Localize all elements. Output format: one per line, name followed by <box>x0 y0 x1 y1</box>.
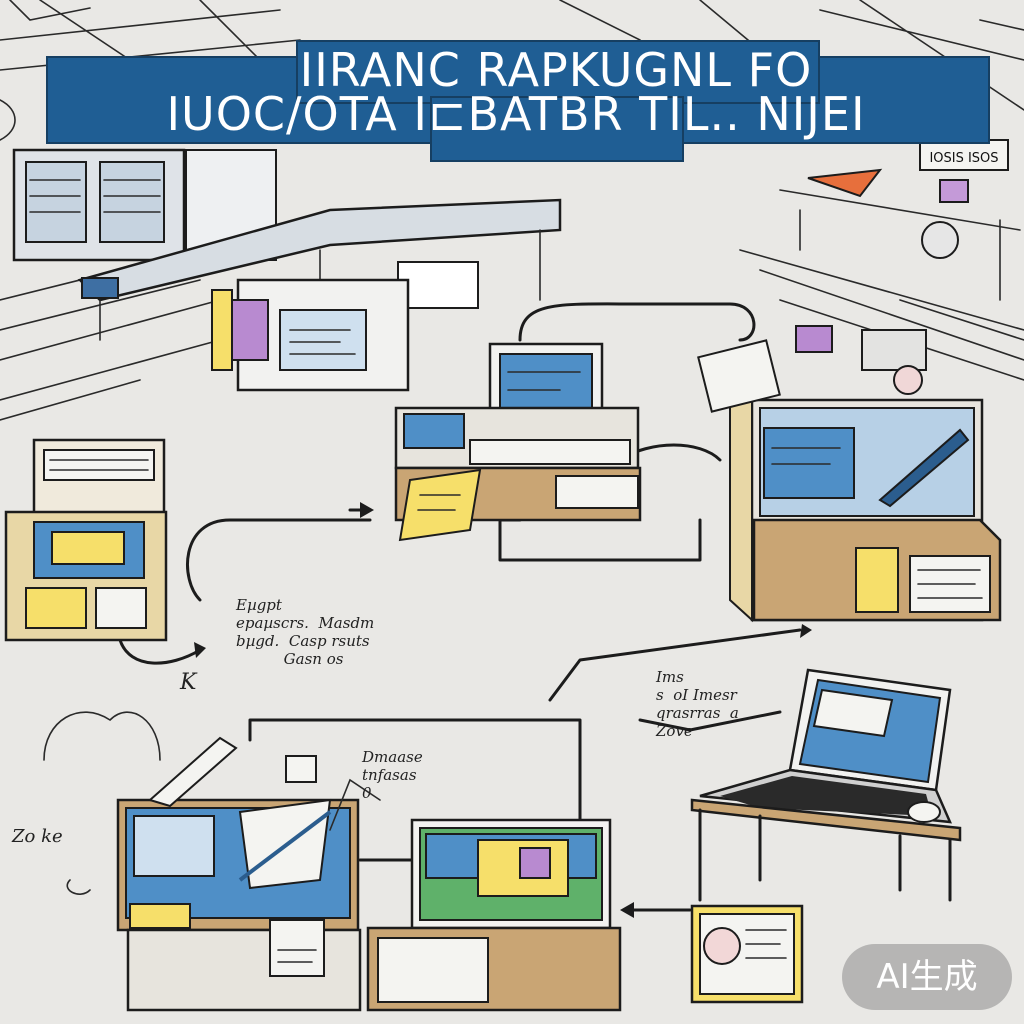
right-workstation <box>697 325 1002 623</box>
connector-cabinet <box>118 638 202 665</box>
back-cabinets-left <box>12 148 277 262</box>
top-right-sign: IOSIS ISOS <box>929 151 998 166</box>
bottom-left-workstation <box>43 711 362 1012</box>
title-line-1: IIRANC RAPKUGNL FO <box>299 43 813 97</box>
connector-top-loop <box>518 302 756 342</box>
connector-bottom-loop <box>248 718 582 862</box>
center-annotation: Dmaase tnfasas 0 <box>362 748 423 802</box>
arrow-head-2 <box>800 624 812 638</box>
right-annotation: Ims s oI Imesr qrasrras a Zove <box>656 668 739 740</box>
left-annotation: Eµgpt epaµscrs. Masdm bµgd. Casp rsuts G… <box>236 596 375 668</box>
title-box-top <box>296 40 820 104</box>
long-workbench <box>77 198 562 392</box>
connector-mid-right <box>548 628 802 702</box>
laptop-station <box>690 668 962 902</box>
back-area-right: IOSIS ISOS <box>779 139 1021 301</box>
title-box-bottom <box>430 96 684 162</box>
arrow-head-4 <box>194 642 206 658</box>
connector-left-loop <box>186 518 372 602</box>
center-workstation <box>394 342 642 542</box>
bottom-center-workstation <box>366 818 622 1012</box>
title-line-2: IUOC/OTA I⊏BATBR TIL.. NIJEI <box>166 87 866 141</box>
arrow-head-1 <box>360 502 374 518</box>
bottom-right-box <box>690 904 804 1004</box>
ai-generated-watermark: AI生成 <box>842 944 1012 1010</box>
doodles <box>0 99 381 895</box>
left-mark: K <box>180 670 197 695</box>
flow-connectors <box>118 302 812 918</box>
bottom-left-annotation: Zo ke <box>12 826 63 847</box>
connector-laptop <box>638 710 782 732</box>
left-cabinet <box>4 438 168 642</box>
arrow-head-3 <box>620 902 634 918</box>
